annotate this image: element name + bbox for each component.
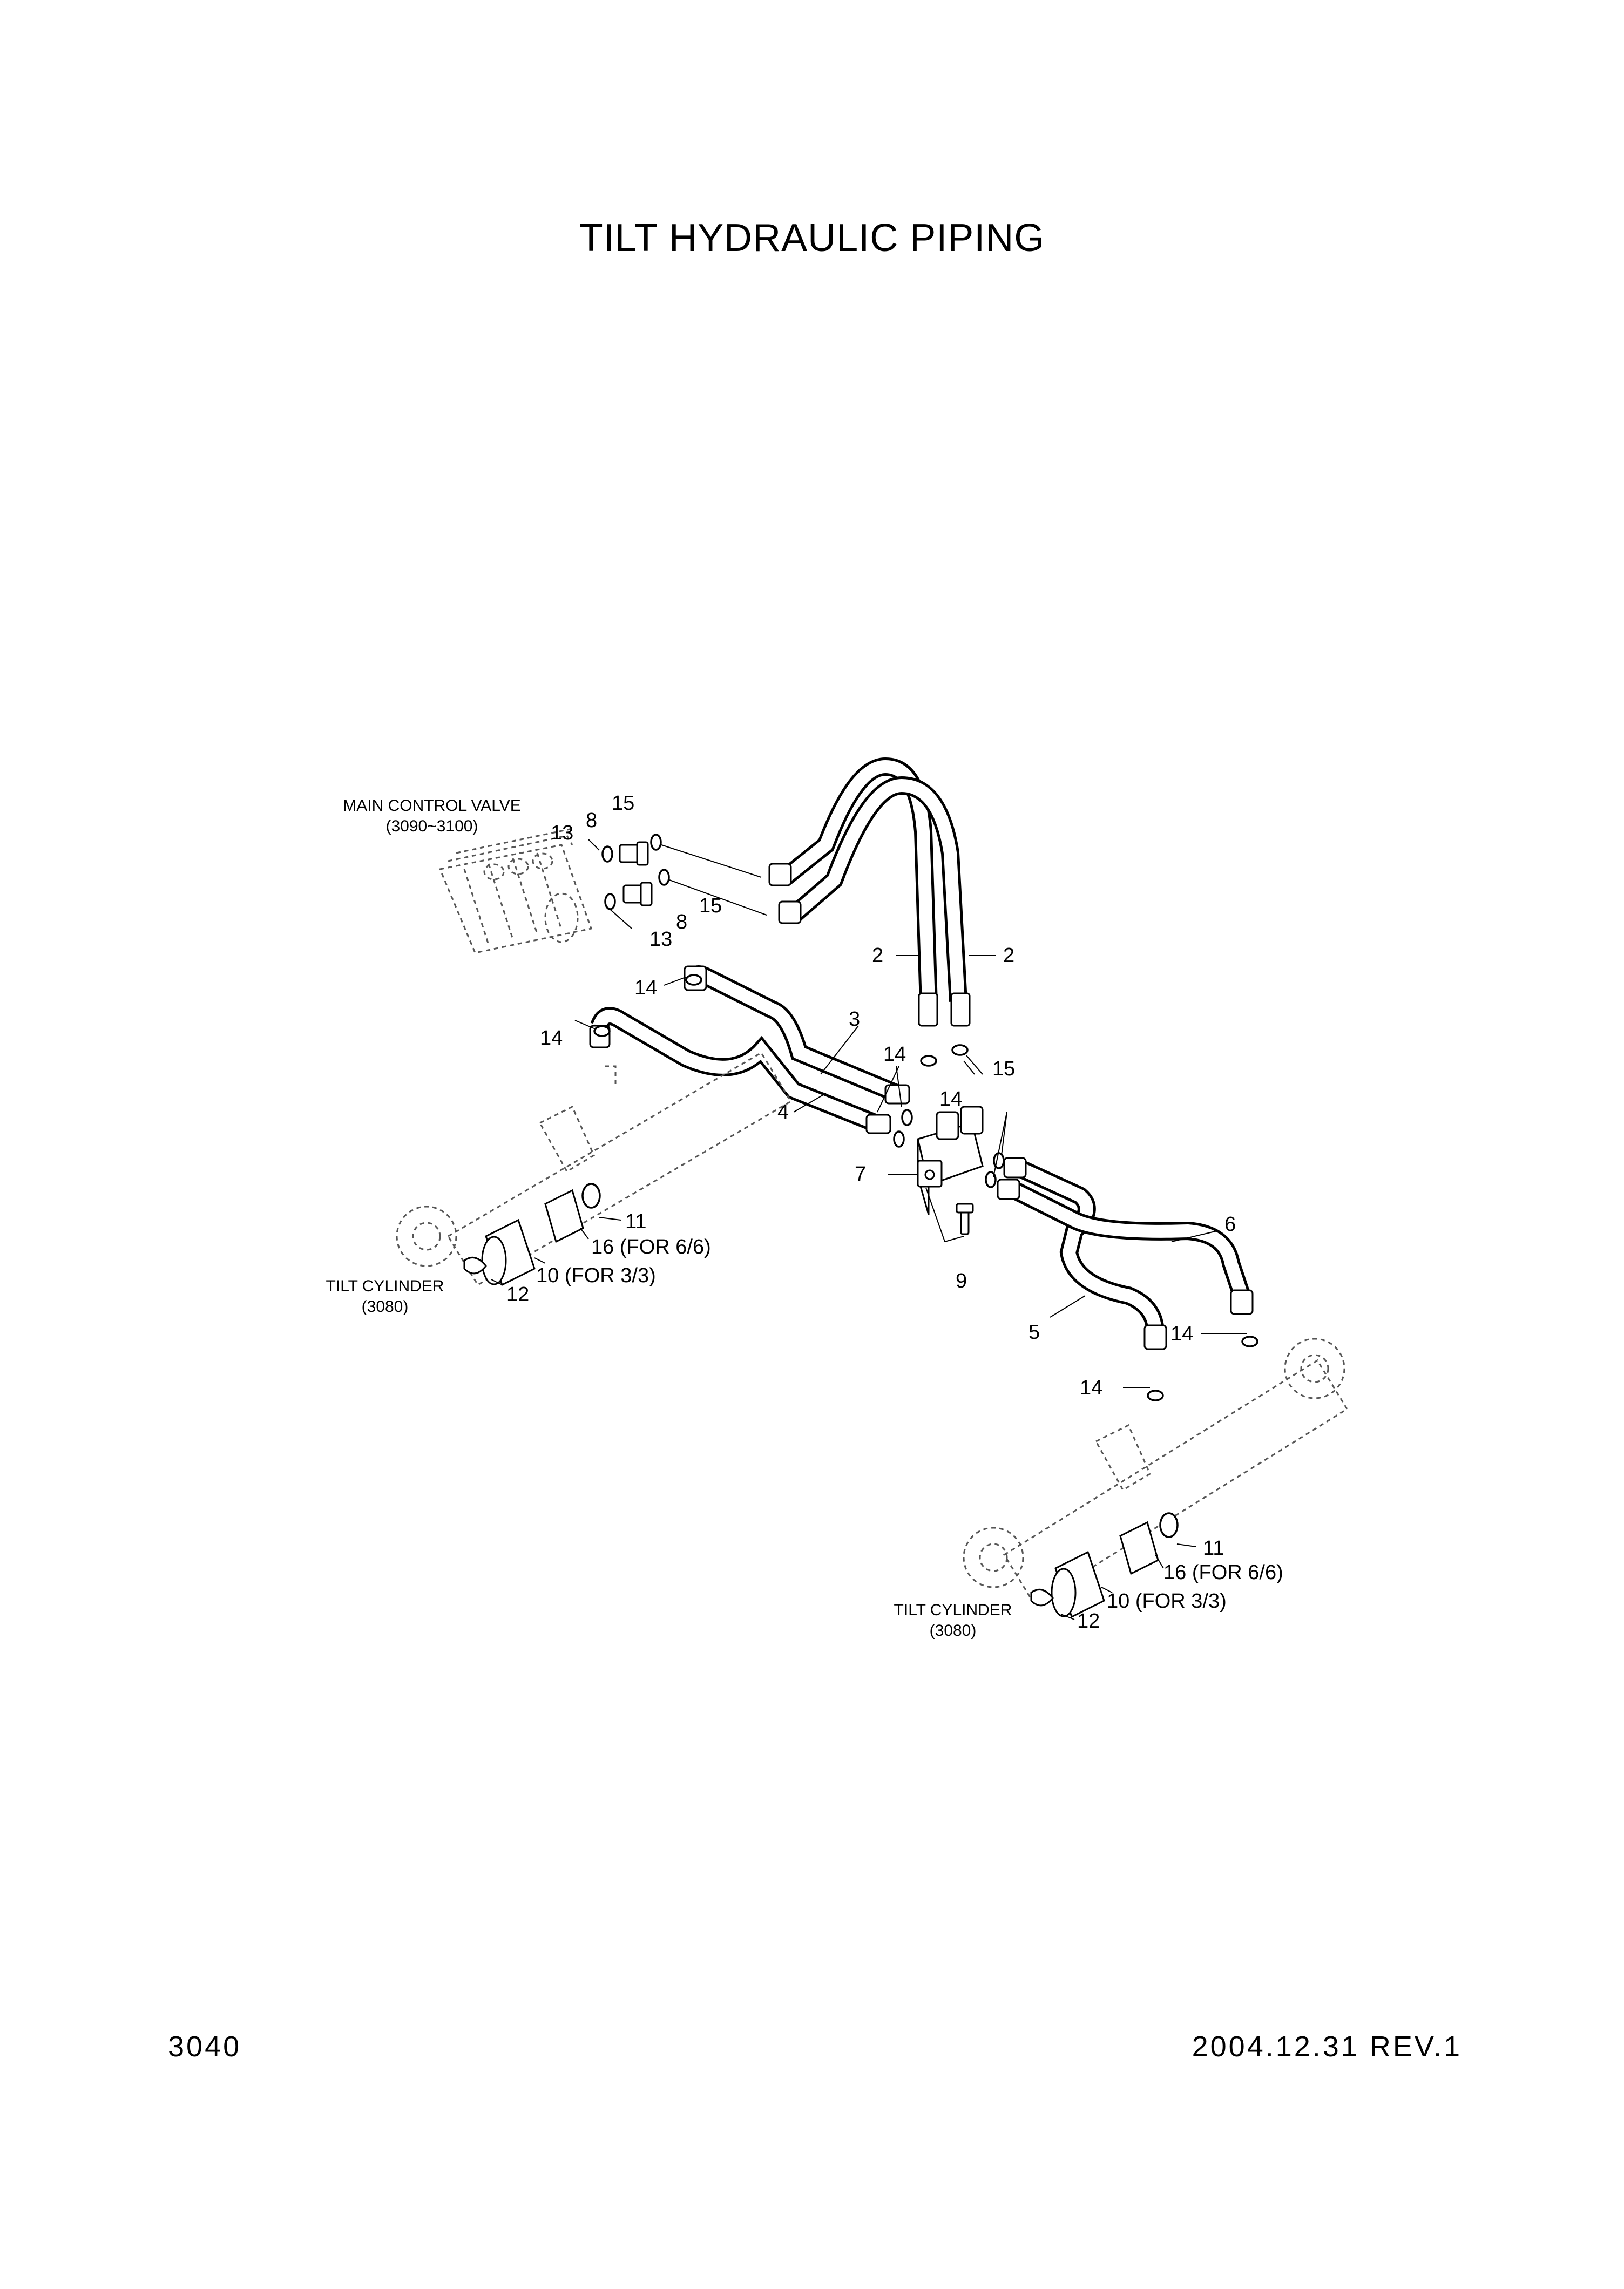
callout-9: 9 <box>956 1270 967 1292</box>
callout-14-center: 14 <box>883 1043 906 1066</box>
callout-13-mid: 13 <box>649 928 672 951</box>
main-control-valve-drawing <box>438 828 592 954</box>
callout-6: 6 <box>1224 1213 1236 1236</box>
page-title: TILT HYDRAULIC PIPING <box>579 216 1045 260</box>
callout-14-upper: 14 <box>634 977 657 999</box>
callout-3: 3 <box>849 1008 860 1031</box>
tilt-valve-block-7 <box>893 1106 1005 1235</box>
main-control-valve-label: MAIN CONTROL VALVE <box>343 797 521 815</box>
revision-date: 2004.12.31 REV.1 <box>1192 2030 1462 2063</box>
callout-16-right: 16 (FOR 6/6) <box>1163 1561 1283 1584</box>
callout-11-right: 11 <box>1203 1537 1224 1560</box>
callout-13-top: 13 <box>551 822 573 844</box>
callout-12-right: 12 <box>1077 1610 1100 1633</box>
left-tilt-cylinder-label: TILT CYLINDER <box>326 1277 444 1295</box>
callout-2-left: 2 <box>872 944 883 967</box>
callout-14-left: 14 <box>540 1027 563 1049</box>
callout-15-mid: 15 <box>699 895 722 917</box>
callout-7: 7 <box>855 1163 866 1186</box>
left-tilt-cylinder-ref: (3080) <box>362 1298 409 1316</box>
callout-4: 4 <box>777 1101 789 1123</box>
callout-8-mid: 8 <box>676 911 687 933</box>
callout-11-left: 11 <box>625 1210 646 1233</box>
right-tilt-cylinder-ref: (3080) <box>930 1622 977 1640</box>
page-number: 3040 <box>168 2030 242 2063</box>
valve-fittings <box>601 834 767 916</box>
callout-14-r1: 14 <box>1170 1323 1193 1345</box>
right-cylinder-parts <box>1030 1512 1179 1618</box>
callout-8-top: 8 <box>586 809 597 832</box>
callout-10-right: 10 (FOR 3/3) <box>1107 1590 1227 1613</box>
callout-12-left: 12 <box>506 1283 529 1306</box>
main-control-valve-ref: (3090~3100) <box>386 817 478 835</box>
callout-labels: 15 8 13 15 8 13 2 2 14 3 14 14 15 14 4 7… <box>506 792 1283 1633</box>
hose-3-4 <box>589 965 910 1134</box>
right-tilt-cylinder-drawing <box>963 1336 1349 1605</box>
callout-10-left: 10 (FOR 3/3) <box>536 1264 656 1287</box>
callout-2-right: 2 <box>1003 944 1014 967</box>
callout-5: 5 <box>1028 1321 1040 1344</box>
callout-16-left: 16 (FOR 6/6) <box>591 1236 711 1258</box>
hose-5-6 <box>997 1157 1254 1350</box>
left-cylinder-parts <box>463 1183 601 1286</box>
callout-14-right: 14 <box>939 1088 962 1110</box>
hose-2-pair <box>768 757 971 1067</box>
right-tilt-cylinder-label: TILT CYLINDER <box>894 1601 1012 1619</box>
leader-lines <box>491 839 1247 1620</box>
callout-14-r2: 14 <box>1080 1377 1102 1399</box>
callout-15-top: 15 <box>612 792 634 815</box>
callout-15-center: 15 <box>992 1058 1015 1080</box>
